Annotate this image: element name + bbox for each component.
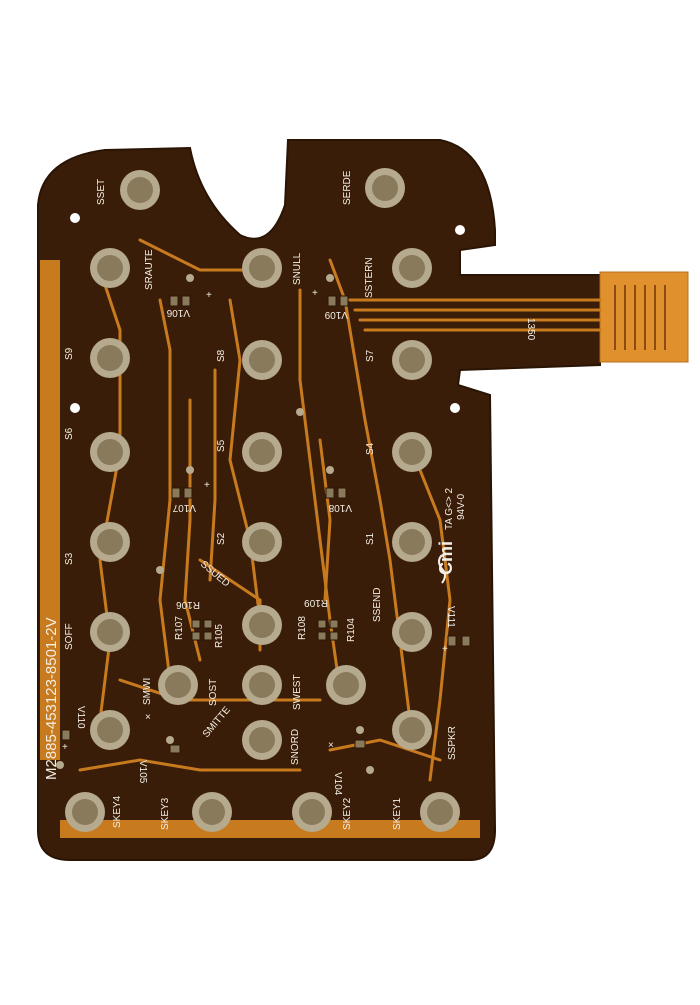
label-s5: S5 — [216, 439, 227, 452]
label-sost: SOST — [208, 679, 219, 706]
label-skey3: SKEY3 — [160, 797, 171, 830]
label-v111: V111 — [445, 606, 456, 628]
label-sraute: SRAUTE — [144, 249, 155, 290]
label-snord: SNORD — [290, 729, 301, 765]
flex-contact-fingers — [614, 285, 666, 350]
key-pad — [242, 432, 282, 472]
label-plus: + — [312, 288, 318, 299]
label-skey2: SKEY2 — [342, 797, 353, 830]
label-snull: SNULL — [292, 252, 303, 285]
key-pad — [158, 665, 198, 705]
label-v107: V107 — [172, 502, 196, 513]
label-maker-suffix: TA G<> 2 — [444, 488, 455, 530]
label-v104: V104 — [332, 772, 343, 796]
label-r109: R109 — [304, 597, 328, 608]
copper-traces — [78, 238, 602, 782]
key-pad — [392, 340, 432, 380]
label-skey1: SKEY1 — [392, 797, 403, 830]
copper-strip-left — [40, 260, 60, 760]
label-v109: V109 — [324, 309, 348, 320]
label-r108: R108 — [297, 616, 308, 640]
label-v105: V105 — [137, 760, 148, 784]
label-r106: R106 — [176, 599, 200, 610]
key-pad — [242, 665, 282, 705]
key-pad — [392, 710, 432, 750]
label-rating: 94V-0 — [456, 493, 467, 520]
label-r104: R104 — [346, 618, 357, 642]
label-r107: R107 — [174, 616, 185, 640]
key-pad — [392, 432, 432, 472]
label-v106: V106 — [166, 307, 190, 318]
key-pad — [242, 605, 282, 645]
copper-strip-bottom — [60, 820, 480, 838]
label-skey4: SKEY4 — [112, 795, 123, 828]
board-outline — [37, 139, 601, 861]
label-s4: S4 — [365, 442, 376, 455]
key-pad — [365, 168, 405, 208]
key-pad — [65, 792, 105, 832]
label-ssend: SSEND — [372, 588, 383, 622]
key-pad — [90, 612, 130, 652]
silkscreen-labels: SSET SERDE SRAUTE SNULL SSTERN S9 S8 S7 … — [43, 170, 536, 830]
key-pad — [326, 665, 366, 705]
label-plus: + — [442, 644, 448, 655]
label-s7: S7 — [365, 349, 376, 362]
label-sset: SSET — [96, 179, 107, 205]
vias — [56, 274, 374, 774]
label-s3: S3 — [64, 552, 75, 565]
key-pad — [120, 170, 160, 210]
key-pad — [420, 792, 460, 832]
label-serde: SERDE — [342, 170, 353, 205]
key-pads — [65, 168, 460, 832]
label-s9: S9 — [64, 347, 75, 360]
smd-components — [61, 295, 471, 754]
label-plus: + — [206, 290, 212, 301]
label-cross: × — [328, 740, 334, 751]
key-pad — [242, 522, 282, 562]
key-pad — [192, 792, 232, 832]
label-v108: V108 — [328, 502, 352, 513]
label-flex-code: 1350 — [525, 318, 536, 341]
key-pad — [90, 710, 130, 750]
key-pad — [292, 792, 332, 832]
label-s2: S2 — [216, 532, 227, 545]
label-s6: S6 — [64, 427, 75, 440]
label-s1: S1 — [365, 532, 376, 545]
key-pad — [90, 248, 130, 288]
label-v110: V110 — [75, 706, 86, 729]
key-pad — [90, 338, 130, 378]
label-cross: × — [145, 712, 151, 723]
label-part-number: M2885-453123-8501-2V — [43, 617, 60, 780]
label-sstern: SSTERN — [364, 257, 375, 298]
key-pad — [90, 522, 130, 562]
label-smwi: SMWI — [142, 678, 153, 705]
mounting-holes — [70, 213, 465, 413]
key-pad — [392, 612, 432, 652]
label-sspkr: SSPKR — [447, 726, 458, 760]
label-plus: + — [62, 742, 68, 753]
label-s8: S8 — [216, 349, 227, 362]
key-pad — [90, 432, 130, 472]
label-r105: R105 — [214, 624, 225, 648]
key-pad — [242, 248, 282, 288]
label-soff: SOFF — [64, 623, 75, 650]
key-pad — [242, 340, 282, 380]
label-plus: + — [204, 480, 210, 491]
key-pad — [392, 248, 432, 288]
key-pad — [242, 720, 282, 760]
label-swest: SWEST — [292, 674, 303, 710]
key-pad — [392, 522, 432, 562]
certification-mark — [438, 554, 446, 584]
